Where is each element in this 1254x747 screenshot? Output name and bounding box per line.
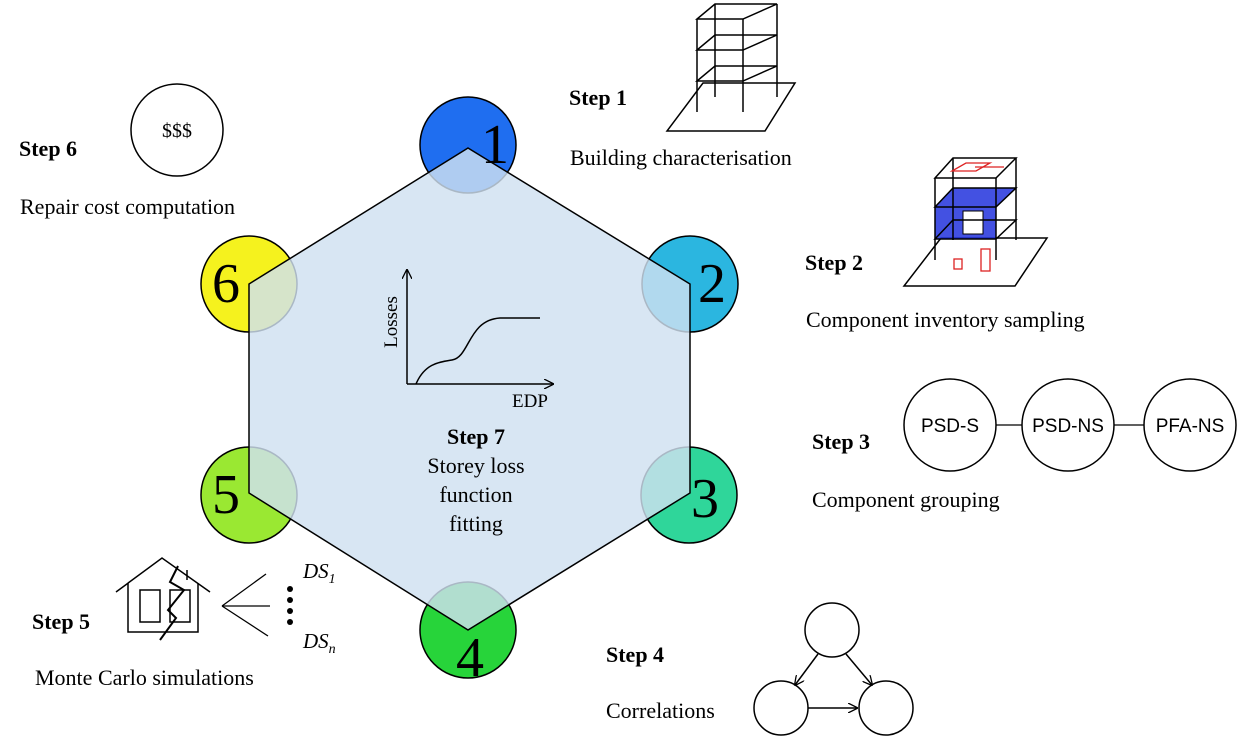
ds-first-base: DS bbox=[302, 559, 329, 583]
damage-state-rays bbox=[221, 573, 270, 637]
plot-y-label: Losses bbox=[381, 296, 402, 348]
step3-desc: Component grouping bbox=[812, 487, 1000, 512]
step2-title: Step 2 bbox=[805, 250, 863, 275]
step2-desc: Component inventory sampling bbox=[806, 307, 1085, 332]
step6-number: 6 bbox=[212, 253, 240, 315]
loss-curve bbox=[415, 317, 540, 385]
step1-desc: Building characterisation bbox=[570, 145, 792, 170]
component-grouping-icon: PSD-S PSD-NS PFA-NS bbox=[903, 378, 1237, 472]
step4-number: 4 bbox=[456, 627, 484, 689]
building-components-icon bbox=[902, 157, 1049, 287]
loss-curve-plot: Losses EDP bbox=[381, 270, 553, 412]
cost-label: $$$ bbox=[162, 120, 192, 142]
group-label-psd-s: PSD-S bbox=[921, 416, 979, 437]
ds-last-sub: n bbox=[329, 642, 336, 657]
ds-first-sub: 1 bbox=[329, 572, 336, 587]
step5-number: 5 bbox=[212, 464, 240, 526]
group-label-pfa-ns: PFA-NS bbox=[1156, 416, 1225, 437]
step5-desc: Monte Carlo simulations bbox=[35, 665, 254, 690]
step3-title: Step 3 bbox=[812, 429, 870, 454]
step7-title: Step 7 bbox=[447, 424, 505, 449]
step4-desc: Correlations bbox=[606, 698, 715, 723]
step4-title: Step 4 bbox=[606, 642, 664, 667]
group-psd-ns bbox=[1021, 378, 1115, 472]
damaged-house-icon bbox=[115, 557, 211, 641]
step6-desc: Repair cost computation bbox=[20, 194, 235, 219]
step7-hexagon bbox=[248, 147, 691, 631]
group-label-psd-ns: PSD-NS bbox=[1032, 416, 1104, 437]
step6-title: Step 6 bbox=[19, 136, 77, 161]
step1-title: Step 1 bbox=[569, 85, 627, 110]
step7-desc-line2: function bbox=[439, 482, 512, 507]
ds-last-base: DS bbox=[302, 629, 329, 653]
group-pfa-ns bbox=[1143, 378, 1237, 472]
step7-desc-line1: Storey loss bbox=[427, 453, 524, 478]
step7-desc-line3: fitting bbox=[449, 511, 503, 536]
plot-x-label: EDP bbox=[512, 391, 548, 412]
ellipsis-dots bbox=[287, 586, 293, 625]
step3-number: 3 bbox=[691, 468, 719, 530]
cost-circle bbox=[130, 83, 224, 177]
step2-number: 2 bbox=[698, 253, 726, 315]
group-psd-s bbox=[903, 378, 997, 472]
ds-last-label: DSn bbox=[302, 629, 336, 657]
building-frame-icon bbox=[665, 3, 797, 132]
correlation-graph-icon bbox=[753, 602, 914, 736]
ds-first-label: DS1 bbox=[302, 559, 336, 587]
step5-title: Step 5 bbox=[32, 609, 90, 634]
step1-number: 1 bbox=[481, 114, 509, 176]
